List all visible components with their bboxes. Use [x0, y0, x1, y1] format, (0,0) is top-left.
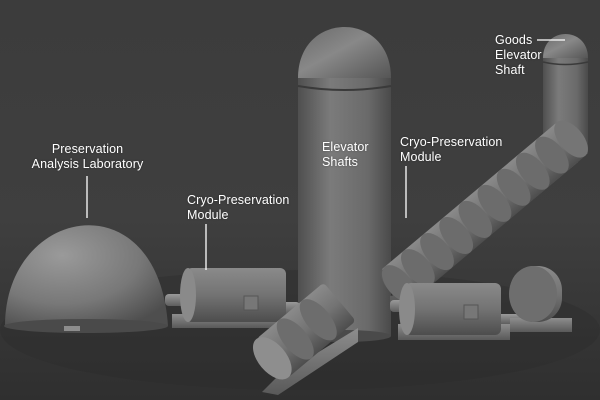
- preservation-analysis-laboratory-dome: [4, 225, 168, 333]
- label-line: Cryo-Preservation: [187, 193, 290, 207]
- label-preservation-analysis-laboratory: Preservation Analysis Laboratory: [15, 142, 160, 172]
- label-line: Elevator: [322, 140, 369, 154]
- label-goods-elevator-shaft: Goods Elevator Shaft: [495, 33, 542, 78]
- label-line: Module: [187, 208, 229, 222]
- label-line: Shaft: [495, 63, 525, 77]
- label-line: Module: [400, 150, 442, 164]
- leader-lines: [86, 39, 565, 270]
- cryo-module-foreground: [252, 284, 358, 395]
- label-line: Preservation: [51, 142, 124, 156]
- label-line: Elevator: [495, 48, 542, 62]
- label-line: Analysis Laboratory: [31, 157, 144, 171]
- label-cryo-preservation-module-right: Cryo-Preservation Module: [400, 135, 502, 165]
- label-cryo-preservation-module-left: Cryo-Preservation Module: [187, 193, 289, 223]
- label-line: Cryo-Preservation: [400, 135, 503, 149]
- cryo-module-left: [172, 268, 300, 328]
- cryo-module-chain-diagonal: [379, 120, 588, 305]
- label-line: Goods: [495, 33, 533, 47]
- label-line: Shafts: [322, 155, 359, 169]
- cryo-module-right: [398, 283, 510, 340]
- label-elevator-shafts: Elevator Shafts: [322, 140, 369, 170]
- cryo-module-small-right: [509, 266, 572, 332]
